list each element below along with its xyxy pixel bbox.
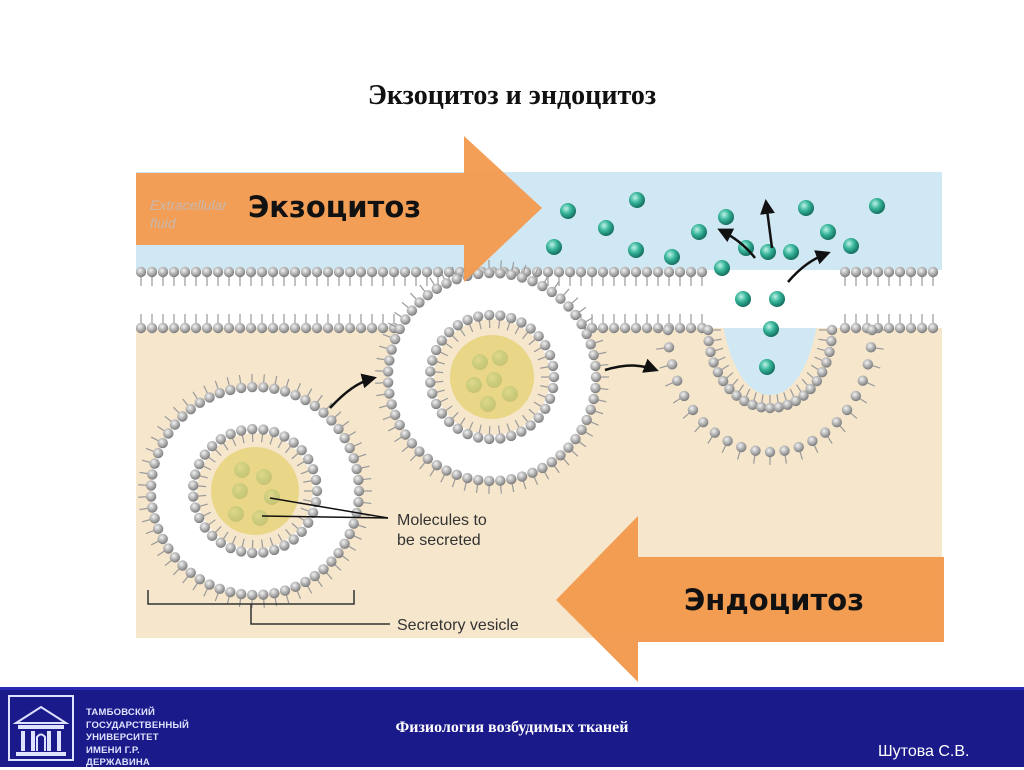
exocytosis-label: Экзоцитоз [248,190,421,224]
molecule [735,291,751,307]
molecule [664,249,680,265]
logo-line-1: ТАМБОВСКИЙ [86,707,206,720]
molecule [763,321,779,337]
extracellular-fluid-line2: fluid [150,214,246,232]
molecule [629,192,645,208]
logo-line-4: ИМЕНИ Г.Р. ДЕРЖАВИНА [86,745,206,770]
molecule [714,260,730,276]
molecule [759,359,775,375]
molecule [718,209,734,225]
secretory-vesicle-label: Secretory vesicle [397,616,519,636]
molecule [628,242,644,258]
footer-top-strip [0,687,1024,690]
molecule [798,200,814,216]
molecules-line1: Molecules to [397,511,487,531]
vesicle-core-middle [450,335,534,419]
extracellular-fluid-label: Extracellular fluid [150,196,246,232]
course-title: Физиология возбудимых тканей [0,719,1024,737]
extracellular-fluid-line1: Extracellular [150,196,246,214]
molecule [691,224,707,240]
exocytosis-diagram [0,0,1024,687]
molecule [783,244,799,260]
molecule [769,291,785,307]
molecule [560,203,576,219]
molecule [546,239,562,255]
molecule [869,198,885,214]
vesicle-core-left [211,447,299,535]
molecule [820,224,836,240]
molecules-line2: be secreted [397,531,487,551]
author-name: Шутова С.В. [878,743,970,761]
endocytosis-label: Эндоцитоз [684,583,864,617]
university-name: ТАМБОВСКИЙ ГОСУДАРСТВЕННЫЙ УНИВЕРСИТЕТ И… [86,707,206,770]
molecules-to-be-secreted-label: Molecules to be secreted [397,511,487,551]
molecule [598,220,614,236]
molecule [843,238,859,254]
molecule [760,244,776,260]
footer-bar: ТАМБОВСКИЙ ГОСУДАРСТВЕННЫЙ УНИВЕРСИТЕТ И… [0,687,1024,767]
